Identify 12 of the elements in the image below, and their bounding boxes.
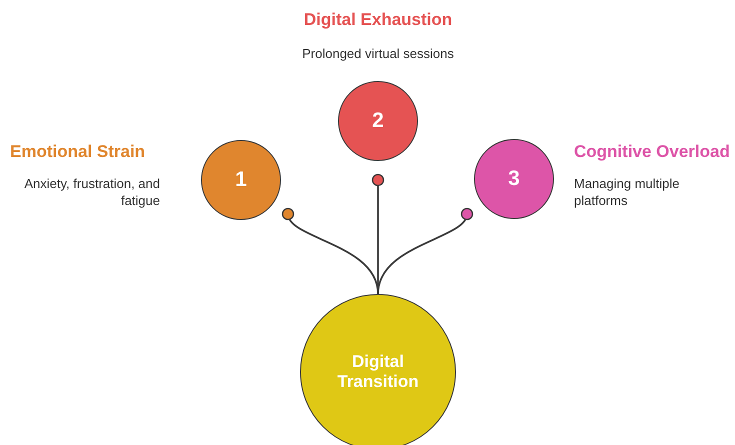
step-number: 1 xyxy=(234,168,248,192)
description: Managing multiple platforms xyxy=(574,175,681,209)
description: Prolonged virtual sessions xyxy=(301,45,455,62)
node-label: Digital Transition xyxy=(336,352,420,392)
step-number: 3 xyxy=(507,167,521,191)
heading: Cognitive Overload xyxy=(574,142,730,162)
step-number: 2 xyxy=(371,109,385,133)
heading: Digital Exhaustion xyxy=(304,10,452,30)
heading: Emotional Strain xyxy=(10,142,146,162)
connector xyxy=(372,174,384,294)
connector xyxy=(377,208,474,294)
description: Anxiety, frustration, and fatigue xyxy=(23,175,160,209)
